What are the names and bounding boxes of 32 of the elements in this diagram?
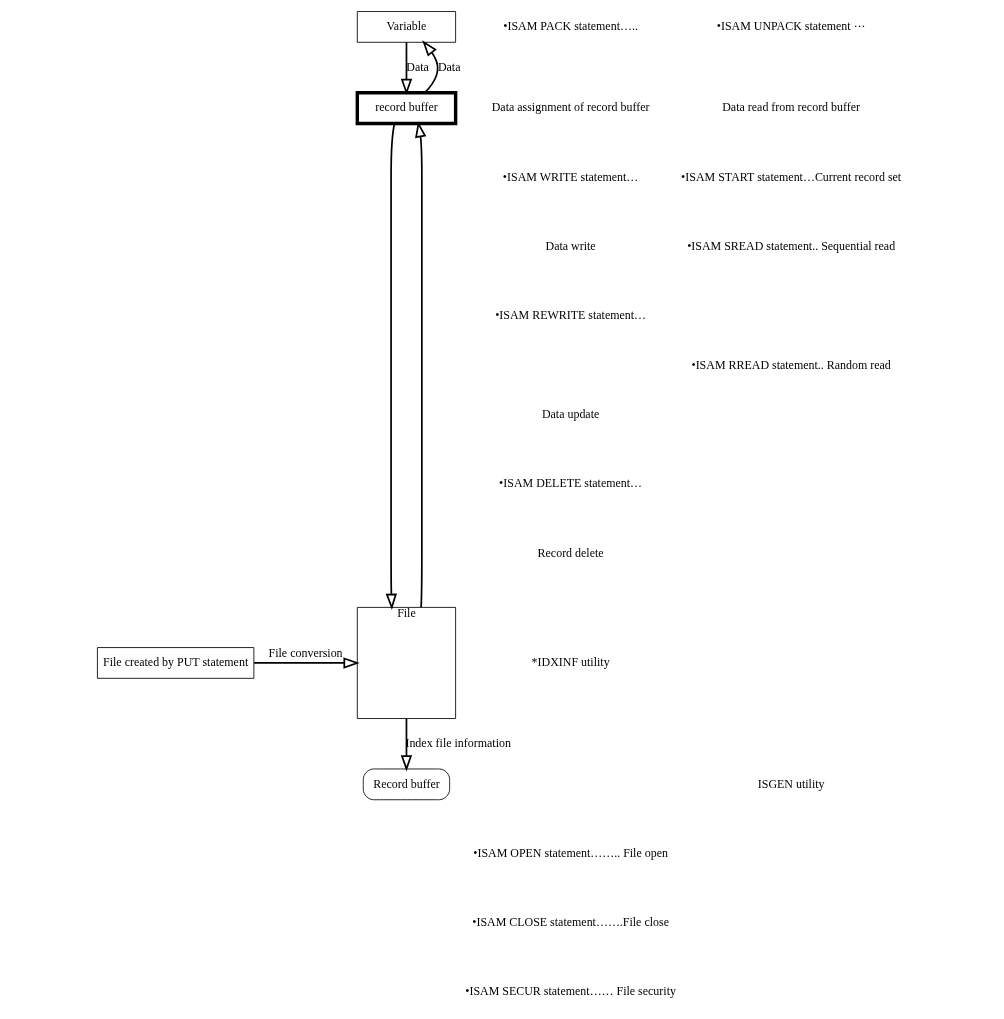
label: Data read from record buffer	[722, 100, 861, 115]
label: ISGEN utility	[757, 776, 825, 791]
label: •ISAM SECUR statement…… File security	[465, 984, 676, 999]
label: •ISAM WRITE statement…	[502, 169, 639, 184]
label: •ISAM PACK statement…..	[503, 19, 638, 34]
node-box: record buffer	[355, 91, 458, 126]
edge-label: Data	[406, 59, 429, 74]
arrow	[415, 121, 427, 609]
edge-label: Data	[437, 59, 461, 74]
label: •ISAM UNPACK statement ···	[716, 19, 866, 34]
label: Record delete	[537, 545, 604, 560]
arrow	[422, 40, 439, 94]
node-box: Variable	[356, 11, 457, 43]
label: •ISAM RREAD statement.. Random read	[691, 357, 891, 372]
label: •ISAM SREAD statement.. Sequential read	[687, 238, 896, 253]
arrow	[253, 657, 360, 669]
label: Data write	[545, 238, 596, 253]
label: •ISAM START statement…Current record set	[681, 169, 902, 184]
label: •ISAM REWRITE statement…	[495, 308, 647, 323]
label: •ISAM CLOSE statement…….File close	[472, 915, 669, 930]
node-box: File created by PUT statement	[97, 647, 255, 679]
node-box: File	[356, 606, 457, 719]
label: •ISAM DELETE statement…	[499, 476, 643, 491]
arrow	[385, 122, 398, 610]
label: Data assignment of record buffer	[491, 100, 650, 115]
arrow	[400, 41, 413, 96]
label: •ISAM OPEN statement…….. File open	[473, 845, 668, 860]
node-box: Record buffer	[362, 768, 451, 801]
edge-label: Index file information	[405, 735, 511, 750]
label: *IDXINF utility	[531, 655, 610, 670]
label: Data update	[541, 407, 600, 422]
edge-label: File conversion	[268, 646, 343, 661]
